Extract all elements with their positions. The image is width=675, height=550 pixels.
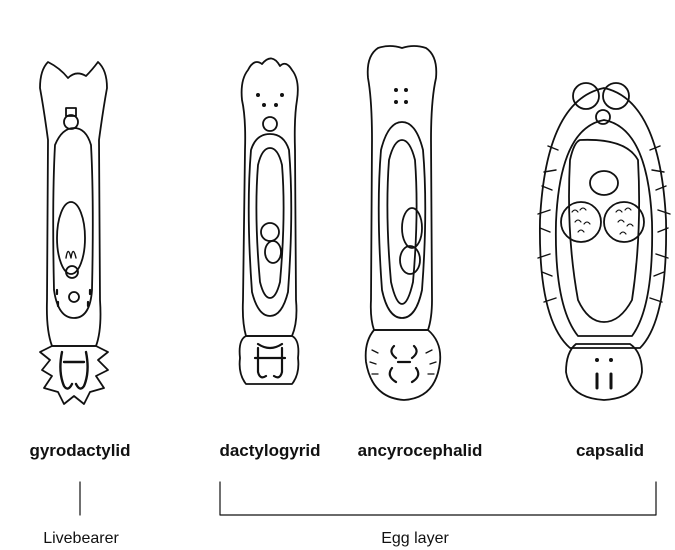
- capsalid-body-outline: [540, 88, 666, 348]
- gyrodactylid-drawing: [40, 62, 108, 404]
- gyrodactylid-pharynx: [64, 115, 78, 129]
- ancyrocephalid-body-outline: [368, 46, 437, 330]
- ancyrocephalid-haptor: [366, 330, 441, 400]
- egg-layer-bracket: [220, 482, 656, 515]
- gyrodactylid-haptor: [40, 346, 108, 404]
- dactylogyrid-ovary: [265, 241, 281, 263]
- label-livebearer: Livebearer: [43, 530, 119, 548]
- capsalid-pharynx: [596, 110, 610, 124]
- dactylogyrid-inner-outline: [249, 134, 292, 316]
- dactylogyrid-pharynx: [263, 117, 277, 131]
- gyrodactylid-anchors: [60, 352, 87, 389]
- label-gyrodactylid: gyrodactylid: [29, 441, 130, 461]
- capsalid-haptor: [566, 344, 642, 400]
- capsalid-drawing: [538, 83, 670, 400]
- dactylogyrid-anchors: [255, 344, 285, 377]
- dactylogyrid-eyespots: [256, 93, 284, 107]
- dactylogyrid-drawing: [240, 58, 299, 384]
- capsalid-anterior-sucker-right: [603, 83, 629, 109]
- capsalid-ovary: [590, 171, 618, 195]
- ancyrocephalid-eyespots: [394, 88, 408, 104]
- capsalid-anchors: [597, 374, 611, 388]
- ancyrocephalid-testis: [402, 208, 422, 248]
- label-ancyrocephalid: ancyrocephalid: [358, 441, 483, 461]
- ancyrocephalid-anchors: [390, 346, 419, 382]
- dactylogyrid-testis: [261, 223, 279, 241]
- label-dactylogyrid: dactylogyrid: [219, 441, 320, 461]
- dactylogyrid-body-outline: [242, 58, 298, 336]
- ancyrocephalid-drawing: [366, 46, 441, 400]
- label-egg-layer: Egg layer: [381, 530, 449, 548]
- gyrodactylid-body-outline: [40, 62, 107, 346]
- ancyrocephalid-ovary: [400, 246, 420, 274]
- label-capsalid: capsalid: [576, 441, 644, 461]
- gyrodactylid-embryo: [57, 202, 85, 274]
- dactylogyrid-haptor: [240, 336, 299, 384]
